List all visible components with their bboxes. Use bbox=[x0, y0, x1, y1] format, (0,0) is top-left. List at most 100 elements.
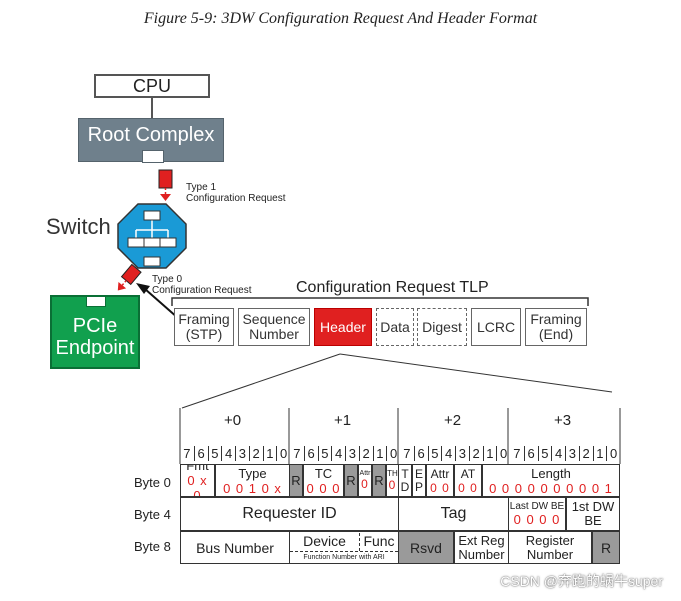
segment-line1: Header bbox=[320, 318, 366, 335]
type1-line1: Type 1 bbox=[186, 182, 217, 193]
type1-arrow-icon bbox=[158, 169, 173, 201]
field-tag: Tag bbox=[398, 497, 509, 531]
bit-number: 2 bbox=[468, 446, 483, 461]
field-reserved-r: R bbox=[592, 531, 620, 564]
bit-number: 2 bbox=[578, 446, 593, 461]
type-label: Type bbox=[238, 465, 267, 481]
byte-col-2: +2 bbox=[444, 412, 462, 429]
tlp-title: Configuration Request TLP bbox=[296, 279, 489, 296]
endpoint-port bbox=[86, 296, 106, 307]
first-dw-be-line1: 1st DW bbox=[571, 499, 615, 514]
bit-number: 5 bbox=[427, 446, 442, 461]
tlp-segment-sequence-number: Sequence Number bbox=[238, 308, 310, 346]
pcie-endpoint-box: PCIe Endpoint bbox=[50, 295, 140, 369]
field-last-dw-be: Last DW BE 0 0 0 0 bbox=[508, 497, 566, 531]
tlp-segment-lcrc: LCRC bbox=[471, 308, 521, 346]
bit-number: 1 bbox=[372, 446, 387, 461]
ep-top: E bbox=[414, 466, 423, 481]
byte-col-1: +1 bbox=[334, 412, 352, 429]
attr-label: Attr bbox=[430, 466, 450, 481]
ext-reg-line1: Ext Reg bbox=[458, 532, 505, 548]
th-label: TH bbox=[387, 469, 398, 478]
segment-line1: Framing bbox=[530, 311, 582, 327]
length-label: Length bbox=[531, 465, 571, 481]
switch-label: Switch bbox=[46, 214, 111, 239]
ari-note: Function Number with ARI bbox=[303, 554, 385, 561]
bit-number: 3 bbox=[565, 446, 579, 461]
first-dw-be-line2: BE bbox=[584, 513, 602, 528]
bit-number: 4 bbox=[221, 446, 235, 461]
switch-icon bbox=[117, 203, 187, 269]
endpoint-line2: Endpoint bbox=[55, 337, 135, 359]
bit-number: 4 bbox=[331, 446, 345, 461]
field-length: Length 0 0 0 0 0 0 0 0 0 1 bbox=[482, 464, 620, 497]
bit-number: 2 bbox=[358, 446, 373, 461]
bit-number: 0 bbox=[386, 446, 400, 461]
attr-bit-label: Attr bbox=[359, 470, 371, 477]
bit-number: 5 bbox=[317, 446, 332, 461]
row-label-byte0: Byte 0 bbox=[134, 475, 171, 490]
bit-number: 0 bbox=[276, 446, 290, 461]
fmt-value: 0 x 0 bbox=[187, 473, 208, 497]
field-register-number: Register Number bbox=[508, 531, 592, 564]
segment-line1: Framing bbox=[178, 311, 230, 327]
bit-number: 5 bbox=[207, 446, 222, 461]
row-label-byte4: Byte 4 bbox=[134, 507, 171, 522]
bit-number: 6 bbox=[523, 446, 538, 461]
last-dw-be-value: 0 0 0 0 bbox=[513, 512, 561, 527]
register-line1: Register bbox=[525, 532, 575, 548]
segment-line2: (End) bbox=[538, 326, 574, 342]
field-device-func: Device Func Function Number with ARI bbox=[289, 531, 399, 564]
bit-number: 1 bbox=[482, 446, 497, 461]
register-line2: Number bbox=[526, 546, 574, 562]
field-device: Device bbox=[290, 533, 360, 551]
bit-number: 7 bbox=[293, 446, 301, 461]
field-attr: Attr 0 0 bbox=[426, 464, 454, 497]
segment-line2: Number bbox=[249, 326, 299, 342]
td-top: T bbox=[401, 466, 409, 481]
bit-number: 0 bbox=[496, 446, 510, 461]
byte-col-3: +3 bbox=[554, 412, 572, 429]
at-value: 0 0 bbox=[458, 480, 478, 495]
byte-col-0: +0 bbox=[224, 412, 242, 429]
segment-line1: Data bbox=[380, 318, 410, 335]
field-attr-bit: Attr 0 bbox=[358, 464, 372, 497]
bit-number: 4 bbox=[441, 446, 455, 461]
tc-value: 0 0 0 bbox=[306, 480, 341, 496]
endpoint-line1: PCIe bbox=[72, 315, 118, 337]
bit-number: 3 bbox=[345, 446, 359, 461]
bit-number: 2 bbox=[248, 446, 263, 461]
root-complex-port bbox=[142, 150, 164, 163]
segment-line1: LCRC bbox=[476, 318, 516, 335]
bit-number: 0 bbox=[606, 446, 620, 461]
field-reserved-r1: R bbox=[289, 464, 303, 497]
bit-number: 6 bbox=[303, 446, 318, 461]
bit-number: 7 bbox=[183, 446, 191, 461]
tlp-segment-digest: Digest bbox=[417, 308, 467, 346]
field-ep: E P bbox=[412, 464, 426, 497]
field-tc: TC 0 0 0 bbox=[303, 464, 344, 497]
ext-reg-line2: Number bbox=[458, 546, 505, 562]
root-complex-label: Root Complex bbox=[87, 123, 215, 146]
type1-line2: Configuration Request bbox=[186, 193, 286, 204]
length-value: 0 0 0 0 0 0 0 0 0 1 bbox=[489, 480, 613, 496]
cpu-label: CPU bbox=[132, 75, 171, 96]
field-bus-number: Bus Number bbox=[180, 531, 290, 564]
bit-number: 5 bbox=[537, 446, 552, 461]
type0-line1: Type 0 bbox=[152, 274, 183, 285]
bit-number: 4 bbox=[551, 446, 565, 461]
ep-bottom: P bbox=[414, 479, 423, 494]
field-func: Func bbox=[363, 533, 395, 549]
fmt-label: Fmt bbox=[186, 464, 209, 473]
watermark: CSDN @奔跑的蜗牛super bbox=[500, 573, 663, 589]
bit-number: 7 bbox=[403, 446, 411, 461]
tlp-segment-data: Data bbox=[376, 308, 414, 346]
field-fmt: Fmt 0 x 0 bbox=[180, 464, 215, 497]
field-requester-id: Requester ID bbox=[180, 497, 399, 531]
bit-number: 7 bbox=[513, 446, 521, 461]
field-td: T D bbox=[398, 464, 412, 497]
